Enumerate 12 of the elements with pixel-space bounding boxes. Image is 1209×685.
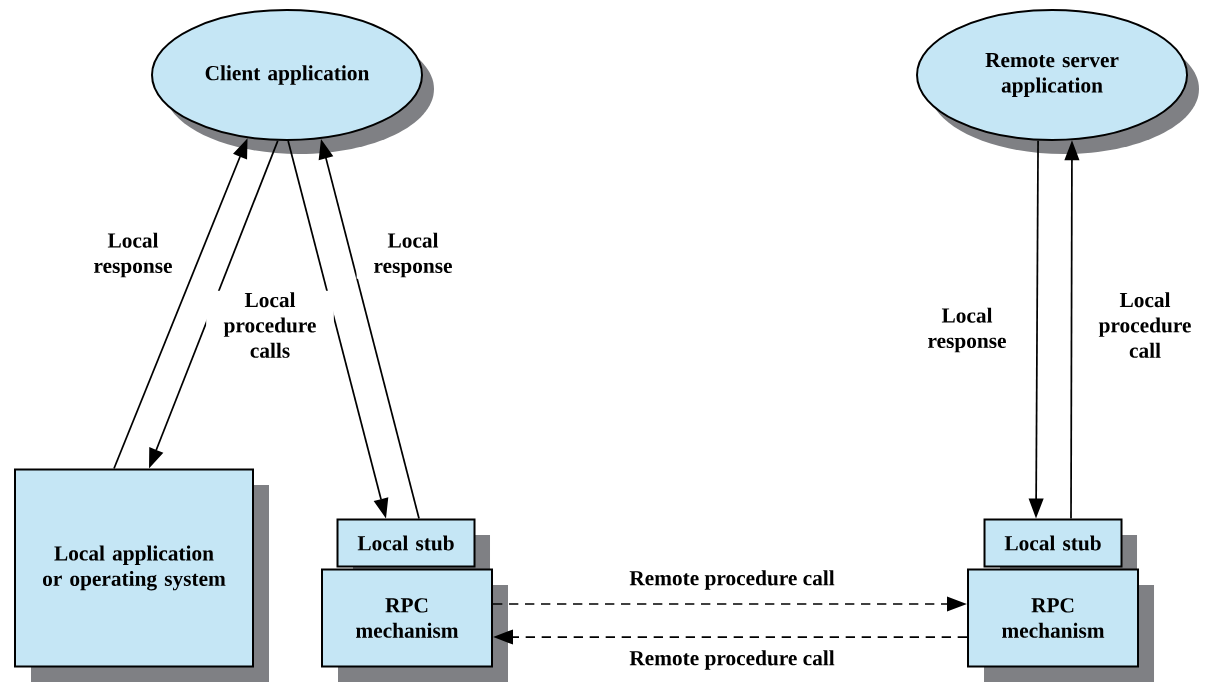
process-box: Local application or operating system: [14, 468, 269, 682]
edge-label: Local response: [356, 231, 470, 279]
edge-label: Local procedure call: [1081, 290, 1209, 360]
edge-label: Local response: [76, 231, 190, 279]
edge-label: Remote procedure call: [628, 649, 837, 671]
edge-label: Local response: [910, 306, 1024, 354]
edge-label: Remote procedure call: [628, 569, 837, 591]
process-box: RPC mechanism: [967, 568, 1154, 682]
process-box: Local stub: [336, 518, 490, 582]
process-box: RPC mechanism: [321, 568, 508, 682]
edge-label: Local procedure calls: [206, 290, 334, 360]
process-box: Local stub: [983, 518, 1137, 582]
